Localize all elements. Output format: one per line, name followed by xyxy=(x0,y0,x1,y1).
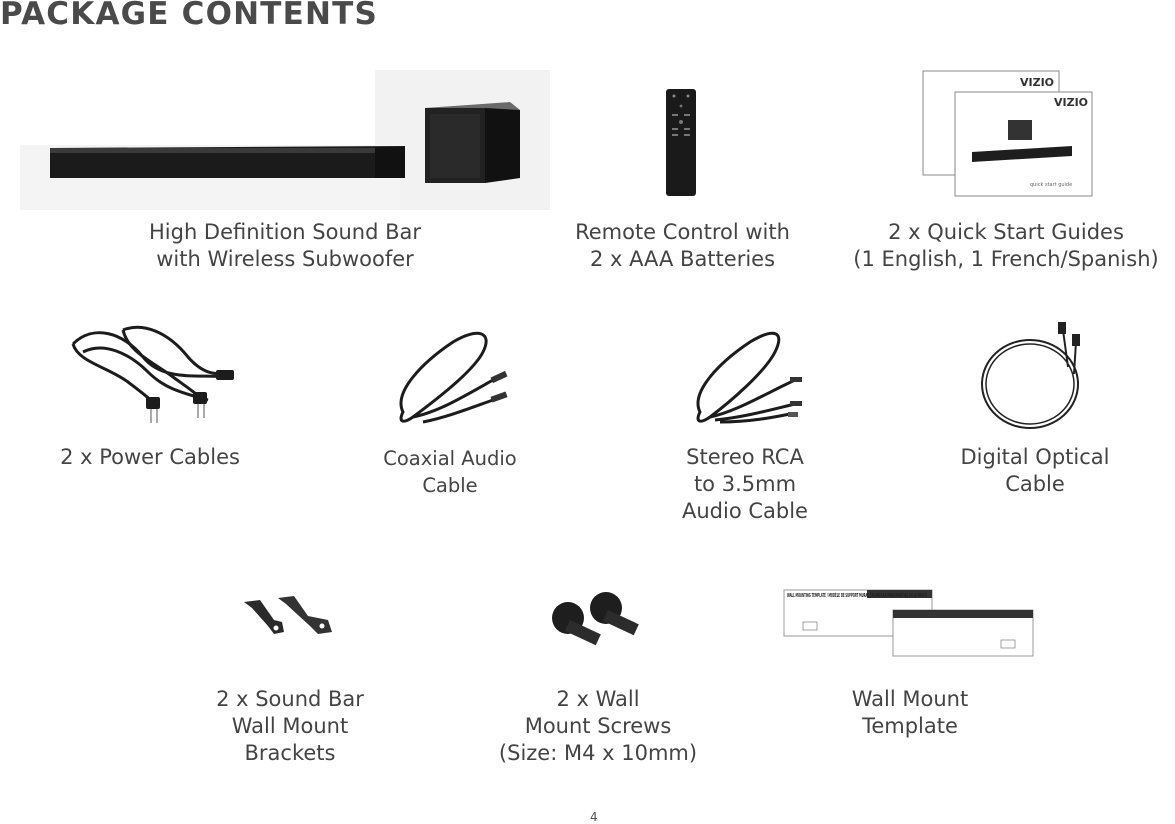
rca-caption: Stereo RCA to 3.5mm Audio Cable xyxy=(650,444,840,525)
coaxial-caption-line2: Cable xyxy=(422,474,478,497)
template-caption-line1: Wall Mount xyxy=(851,687,969,711)
power-cables-image xyxy=(71,325,234,423)
soundbar-caption: High Definition Sound Bar with Wireless … xyxy=(110,219,460,273)
template-caption-line2: Template xyxy=(862,714,958,738)
soundbar-caption-line1: High Definition Sound Bar xyxy=(148,220,421,244)
optical-cable-image xyxy=(981,322,1080,429)
rca-caption-line3: Audio Cable xyxy=(682,499,808,523)
brackets-caption-line1: 2 x Sound Bar xyxy=(216,687,364,711)
quick-start-guides-image: VIZIO VIZIO quick start guide xyxy=(922,70,1093,197)
guide-footer-text: quick start guide xyxy=(1030,182,1072,188)
rca-cable-image xyxy=(696,331,802,424)
soundbar-caption-line2: with Wireless Subwoofer xyxy=(156,247,414,271)
remote-caption-line1: Remote Control with xyxy=(575,220,790,244)
remote-caption-line2: 2 x AAA Batteries xyxy=(589,247,776,271)
wall-mount-template-image: WALL MOUNTING TEMPLATE / MODÈLE DE SUPPO… xyxy=(783,589,1034,657)
template-caption: Wall Mount Template xyxy=(810,686,1010,740)
guide-front-brand: VIZIO xyxy=(1054,96,1088,109)
brackets-caption-line2: Wall Mount xyxy=(231,714,349,738)
rca-caption-line2: to 3.5mm xyxy=(693,472,797,496)
screws-caption-line3: (Size: M4 x 10mm) xyxy=(498,741,698,765)
guides-caption-line1: 2 x Quick Start Guides xyxy=(888,220,1124,244)
remote-control-image xyxy=(666,89,696,196)
optical-caption-line1: Digital Optical xyxy=(960,445,1110,469)
rca-caption-line1: Stereo RCA xyxy=(686,445,804,469)
wall-mount-brackets-image xyxy=(244,596,332,634)
screws-caption-line1: 2 x Wall xyxy=(556,687,640,711)
coaxial-caption-line1: Coaxial Audio xyxy=(383,447,517,470)
guide-back-brand: VIZIO xyxy=(1020,76,1054,89)
remote-caption: Remote Control with 2 x AAA Batteries xyxy=(540,219,825,273)
brackets-caption-line3: Brackets xyxy=(244,741,336,765)
page-number: 4 xyxy=(590,810,598,824)
optical-caption: Digital Optical Cable xyxy=(935,444,1135,498)
coaxial-caption: Coaxial Audio Cable xyxy=(360,445,540,499)
template-label-text: WALL MOUNTING TEMPLATE / MODÈLE DE SUPPO… xyxy=(787,591,927,599)
power-cables-caption: 2 x Power Cables xyxy=(45,444,255,471)
screws-caption: 2 x Wall Mount Screws (Size: M4 x 10mm) xyxy=(478,686,718,767)
page-title: PACKAGE CONTENTS xyxy=(0,0,379,32)
guides-caption-line2: (1 English, 1 French/Spanish) xyxy=(853,247,1159,271)
guides-caption: 2 x Quick Start Guides (1 English, 1 Fre… xyxy=(838,219,1174,273)
wall-mount-screws-image xyxy=(552,592,639,646)
soundbar-subwoofer-image xyxy=(20,70,550,210)
coaxial-cable-image xyxy=(399,331,508,424)
screws-caption-line2: Mount Screws xyxy=(524,714,672,738)
power-cables-caption-line1: 2 x Power Cables xyxy=(60,445,240,469)
optical-caption-line2: Cable xyxy=(1005,472,1065,496)
brackets-caption: 2 x Sound Bar Wall Mount Brackets xyxy=(190,686,390,767)
